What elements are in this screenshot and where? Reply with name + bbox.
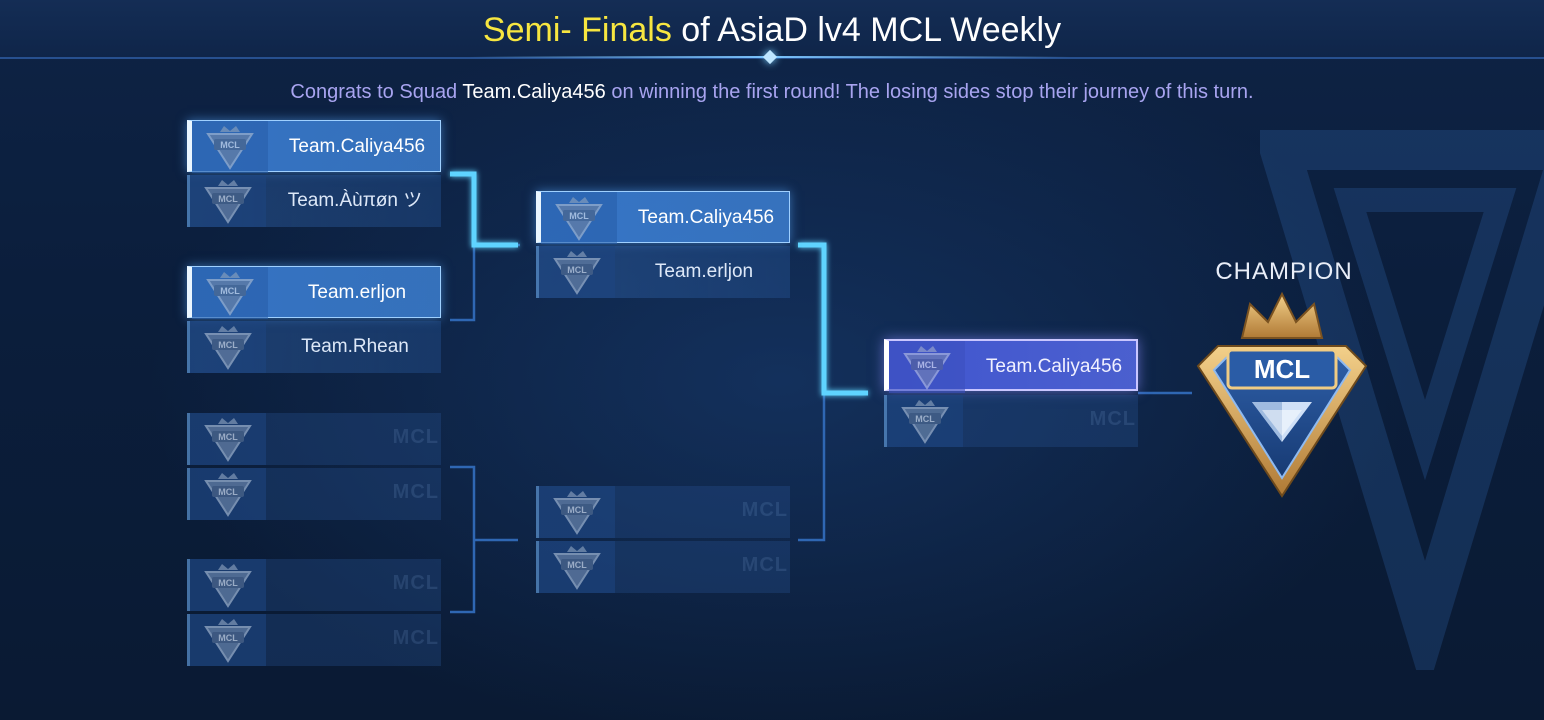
ghost-watermark-text: MCL — [741, 499, 788, 521]
ghost-watermark-text: MCL — [392, 481, 439, 503]
title-event: of AsiaD lv4 MCL Weekly — [671, 11, 1062, 49]
mcl-emblem-icon: MCL — [206, 126, 254, 170]
emblem-text: MCL — [218, 487, 238, 497]
ghost-watermark-text: MCL — [392, 572, 439, 594]
mcl-emblem-icon: MCL — [903, 346, 951, 390]
team-name: Team.erljon — [654, 261, 754, 282]
r1-m2-team-a-slot[interactable]: MCL Team.erljon — [187, 266, 441, 319]
team-name: Team.Rhean — [301, 336, 409, 357]
emblem-text: MCL — [567, 265, 587, 275]
team-emblem-box: MCL — [192, 267, 268, 319]
title-round: Semi- Finals — [482, 11, 672, 49]
emblem-text: MCL — [220, 286, 240, 296]
congrats-suffix: on winning the first round! The losing s… — [605, 81, 1254, 103]
r1-m4-team-b-slot[interactable]: MCL MCL — [187, 614, 441, 666]
emblem-text: MCL — [218, 194, 238, 204]
mcl-emblem-icon: MCL — [901, 400, 949, 444]
emblem-text: MCL — [218, 633, 238, 643]
r2-m2-team-b-slot[interactable]: MCL MCL — [536, 541, 790, 593]
team-name — [266, 468, 444, 520]
champion-label: CHAMPION — [1215, 258, 1353, 285]
r1-m4-team-a-slot[interactable]: MCL MCL — [187, 559, 441, 611]
mcl-emblem-icon: MCL — [204, 473, 252, 517]
team-name — [615, 541, 793, 593]
team-emblem-box: MCL — [190, 468, 266, 520]
emblem-text: MCL — [220, 140, 240, 150]
team-emblem-box: MCL — [539, 486, 615, 538]
team-name: Team.Caliya456 — [985, 356, 1123, 377]
r1-m1-team-b-slot[interactable]: MCL Team.Àùπøn ツ — [187, 175, 441, 227]
team-emblem-box: MCL — [541, 192, 617, 244]
team-emblem-box: MCL — [190, 321, 266, 373]
team-name — [266, 614, 444, 666]
ghost-watermark-text: MCL — [392, 426, 439, 448]
team-name: Team.Caliya456 — [637, 207, 775, 228]
team-emblem-box: MCL — [887, 395, 963, 447]
team-emblem-box: MCL — [889, 341, 965, 393]
mcl-emblem-icon: MCL — [204, 619, 252, 663]
team-name — [615, 486, 793, 538]
r1-m2-team-b-slot[interactable]: MCL Team.Rhean — [187, 321, 441, 373]
r2-m1-team-b-slot[interactable]: MCL Team.erljon — [536, 246, 790, 298]
r1-m3-team-b-slot[interactable]: MCL MCL — [187, 468, 441, 520]
team-name: Team.Àùπøn ツ — [287, 190, 423, 211]
emblem-text: MCL — [567, 560, 587, 570]
emblem-text: MCL — [218, 340, 238, 350]
team-emblem-box: MCL — [190, 559, 266, 611]
mcl-emblem-icon: MCL — [553, 251, 601, 295]
r1-m1-team-a-slot[interactable]: MCL Team.Caliya456 — [187, 120, 441, 173]
team-name — [266, 559, 444, 611]
r1-m3-team-a-slot[interactable]: MCL MCL — [187, 413, 441, 465]
mcl-emblem-icon: MCL — [204, 564, 252, 608]
team-name — [266, 413, 444, 465]
mcl-emblem-icon: MCL — [204, 326, 252, 370]
team-emblem-box: MCL — [192, 121, 268, 173]
r2-m1-team-a-slot[interactable]: MCL Team.Caliya456 — [536, 191, 790, 244]
team-emblem-box: MCL — [539, 541, 615, 593]
emblem-text: MCL — [218, 432, 238, 442]
congrats-prefix: Congrats to Squad — [290, 81, 463, 103]
mcl-emblem-icon: MCL — [553, 491, 601, 535]
team-name — [963, 395, 1141, 447]
emblem-text: MCL — [915, 414, 935, 424]
ghost-watermark-text: MCL — [741, 554, 788, 576]
final-team-a-slot[interactable]: MCL Team.Caliya456 — [884, 339, 1138, 393]
emblem-text: MCL — [917, 360, 937, 370]
ghost-watermark-text: MCL — [1089, 408, 1136, 430]
mcl-emblem-icon: MCL — [553, 546, 601, 590]
team-emblem-box: MCL — [190, 175, 266, 227]
team-emblem-box: MCL — [190, 413, 266, 465]
trophy-emblem-text: MCL — [1254, 354, 1310, 384]
page-title: Semi- Finals of AsiaD lv4 MCL Weekly — [0, 10, 1544, 50]
emblem-text: MCL — [567, 505, 587, 515]
congrats-message: Congrats to Squad Team.Caliya456 on winn… — [0, 80, 1544, 104]
team-emblem-box: MCL — [539, 246, 615, 298]
mcl-champion-trophy-icon[interactable]: MCL — [1192, 290, 1372, 500]
team-emblem-box: MCL — [190, 614, 266, 666]
emblem-text: MCL — [218, 578, 238, 588]
congrats-team: Team.Caliya456 — [462, 81, 606, 103]
team-name: Team.erljon — [307, 282, 407, 303]
mcl-emblem-icon: MCL — [204, 180, 252, 224]
ghost-watermark-text: MCL — [392, 627, 439, 649]
team-name: Team.Caliya456 — [288, 136, 426, 157]
emblem-text: MCL — [569, 211, 589, 221]
mcl-emblem-icon: MCL — [555, 197, 603, 241]
final-team-b-slot[interactable]: MCL MCL — [884, 395, 1138, 447]
r2-m2-team-a-slot[interactable]: MCL MCL — [536, 486, 790, 538]
mcl-emblem-icon: MCL — [206, 272, 254, 316]
mcl-emblem-icon: MCL — [204, 418, 252, 462]
bracket-lines-winner — [450, 171, 868, 396]
mcl-watermark-icon — [1260, 130, 1544, 670]
